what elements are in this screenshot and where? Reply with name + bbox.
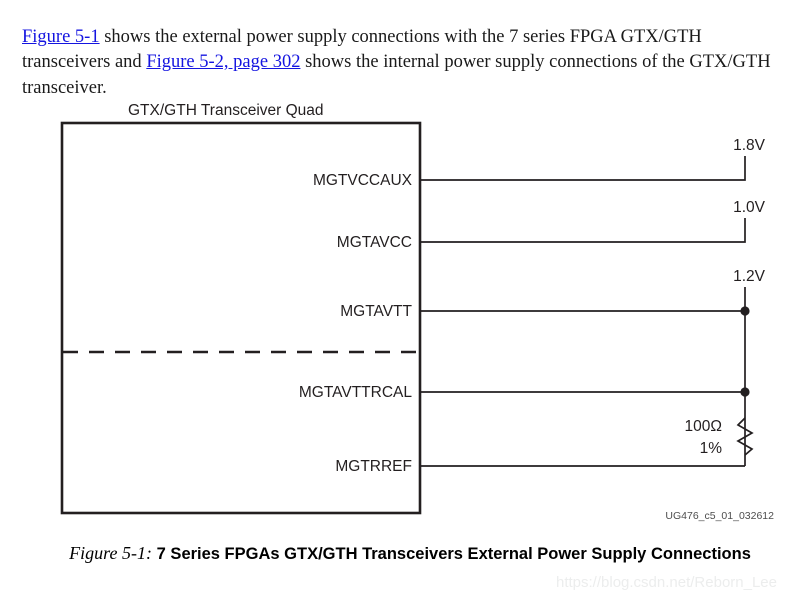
pin-label-mgtvccaux: MGTVCCAUX: [313, 172, 413, 189]
transceiver-quad-box: [60, 121, 422, 515]
wire-mgtvccaux: [420, 156, 746, 181]
figure-5-2-link[interactable]: Figure 5-2, page 302: [146, 52, 301, 72]
junction-dot-mgtavttrcal: [740, 387, 750, 397]
figure-caption: Figure 5-1: 7 Series FPGAs GTX/GTH Trans…: [40, 541, 780, 566]
pin-label-mgtrref: MGTRREF: [335, 458, 412, 475]
rail-label-1v8: 1.8V: [733, 137, 766, 154]
caption-number: Figure 5-1:: [69, 543, 152, 563]
pin-label-mgtavttrcal: MGTAVTTRCAL: [299, 384, 412, 401]
intro-text-segment-1: shows the external power supply connecti…: [22, 26, 702, 73]
block-title: GTX/GTH Transceiver Quad: [128, 102, 324, 119]
caption-text: 7 Series FPGAs GTX/GTH Transceivers Exte…: [156, 545, 751, 563]
watermark: https://blog.csdn.net/Reborn_Lee: [556, 574, 777, 591]
resistor-tolerance-label: 1%: [700, 440, 723, 457]
figure-diagram: GTX/GTH Transceiver Quad MGTVCCAUX MGTAV…: [0, 92, 800, 532]
rail-label-1v2: 1.2V: [733, 268, 766, 285]
intro-paragraph: Figure 5-1 shows the external power supp…: [22, 25, 774, 102]
source-id-label: UG476_c5_01_032612: [665, 510, 774, 522]
figure-5-1-link[interactable]: Figure 5-1: [22, 26, 100, 47]
pin-label-mgtavtt: MGTAVTT: [340, 303, 412, 320]
intro-text-segment-2: shows the internal power supply connecti…: [22, 52, 771, 98]
resistor-100-ohm: [736, 417, 754, 456]
rail-label-1v0: 1.0V: [733, 199, 766, 216]
resistor-value-label: 100Ω: [685, 418, 722, 435]
wire-mgtavcc: [420, 218, 746, 243]
junction-dot-mgtavtt: [740, 306, 750, 316]
pin-label-mgtavcc: MGTAVCC: [337, 234, 412, 251]
